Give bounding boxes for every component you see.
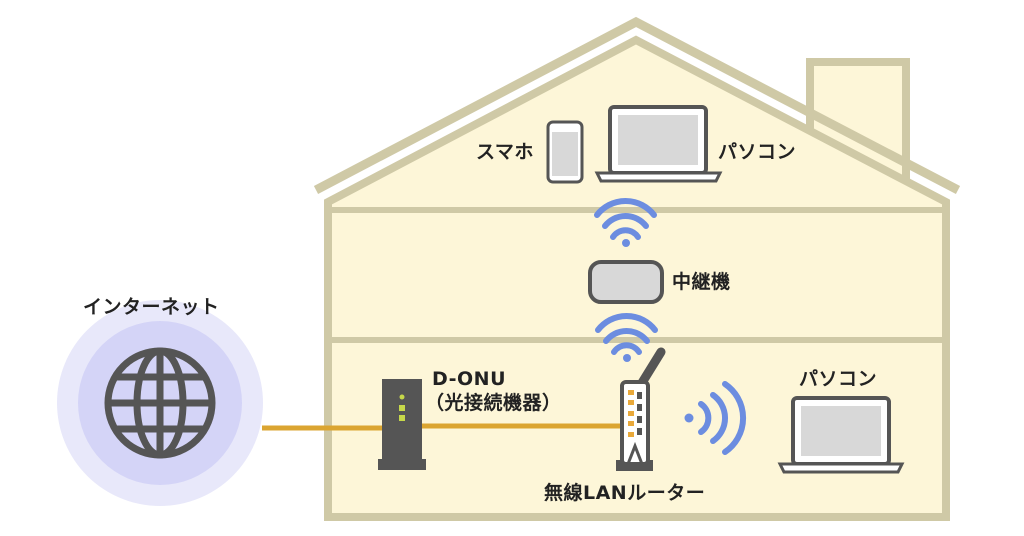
roof xyxy=(313,16,961,194)
internet-label: インターネット xyxy=(83,296,220,318)
onu-name-label: D-ONU xyxy=(432,368,506,390)
smartphone-label: スマホ xyxy=(476,141,534,163)
router-icon xyxy=(616,347,666,471)
pc-upstairs-label: パソコン xyxy=(718,141,797,163)
onu-desc-label: （光接続機器） xyxy=(425,392,562,414)
pc-downstairs-label: パソコン xyxy=(799,368,878,390)
smartphone-icon xyxy=(546,120,584,184)
laptop-upstairs-icon xyxy=(594,105,723,183)
wifi-signal-lower-icon xyxy=(595,313,658,362)
laptop-downstairs-icon xyxy=(777,396,905,474)
router-label: 無線LANルーター xyxy=(544,482,706,504)
repeater-label: 中継機 xyxy=(672,271,731,293)
internet-globe xyxy=(57,300,263,506)
wifi-signal-upper-icon xyxy=(594,198,657,247)
wifi-signal-side-icon xyxy=(684,381,747,455)
globe-icon xyxy=(104,347,216,459)
repeater-icon xyxy=(588,260,664,304)
onu-device-icon xyxy=(378,379,426,470)
